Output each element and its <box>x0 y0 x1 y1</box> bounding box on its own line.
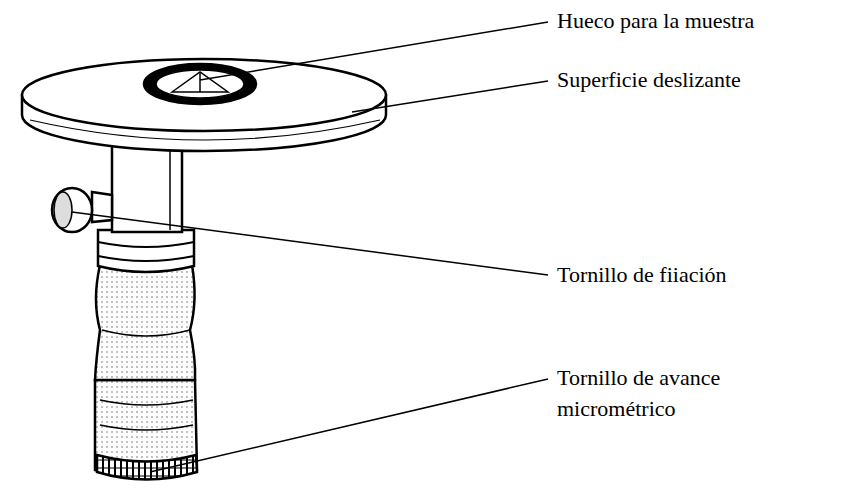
part-label: Superficie deslizante <box>557 64 847 95</box>
sample-hole <box>144 64 256 104</box>
collar <box>98 230 194 272</box>
leader-line <box>352 81 548 112</box>
part-label: Tornillo de avance micrométrico <box>557 362 762 424</box>
leader-line <box>72 212 548 275</box>
micrometer-knurl <box>97 455 197 480</box>
leader-lines <box>72 22 548 472</box>
leader-line <box>200 22 548 80</box>
holder-body <box>22 59 386 480</box>
leader-line <box>150 379 548 472</box>
part-label: Tornillo de fiiación <box>557 259 847 290</box>
sliding-surface <box>22 59 386 131</box>
part-label: Hueco para la muestra <box>557 5 847 36</box>
barrel <box>95 265 195 380</box>
screw-head <box>52 188 92 232</box>
